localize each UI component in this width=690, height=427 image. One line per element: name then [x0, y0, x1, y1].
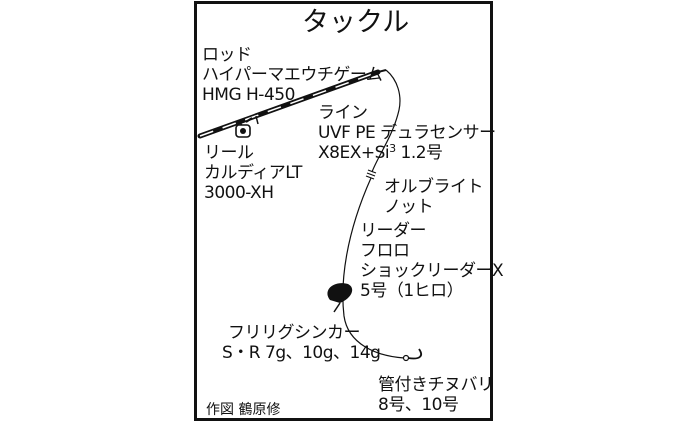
sinker-label: フリリグシンカー: [228, 323, 361, 343]
leader-line: [342, 177, 405, 359]
leader-name: ショックリーダーX: [360, 261, 504, 281]
diagram-credit: 作図 鶴原修: [206, 402, 281, 418]
reel-drawing: [235, 117, 253, 138]
sinker-sizes: S・R 7g、10g、14g: [222, 343, 381, 363]
line-spec-size: 1.2号: [395, 143, 444, 163]
knot-label: オルブライト: [384, 177, 484, 197]
rod-drawing: [197, 69, 387, 139]
rod-model: HMG H-450: [202, 85, 295, 105]
knot-mark: [365, 169, 377, 180]
leader-material: フロロ: [360, 241, 410, 261]
diagram-title: タックル: [302, 7, 410, 38]
line-label: ライン: [318, 103, 368, 123]
reel-model: 3000-XH: [204, 183, 274, 203]
leader-label: リーダー: [360, 221, 427, 241]
hook-sizes: 8号、10号: [378, 395, 459, 415]
rod-label: ロッド: [202, 45, 252, 65]
sinker-drawing: [327, 283, 353, 313]
hook-label: 管付きチヌバリ: [378, 375, 494, 395]
knot-label-line2: ノット: [384, 197, 434, 217]
diagram-frame: [194, 1, 493, 421]
line-spec: X8EX+Si3 1.2号: [318, 142, 444, 163]
line-name: UVF PE デュラセンサー: [318, 123, 496, 143]
hook-drawing: [402, 348, 422, 362]
line-spec-prefix: X8EX+Si: [318, 143, 390, 163]
rod-name: ハイパーマエウチゲーム: [202, 65, 383, 85]
reel-name: カルディアLT: [204, 163, 302, 183]
reel-label: リール: [204, 143, 254, 163]
main-line: [371, 69, 401, 173]
line-spec-superscript: 3: [389, 142, 396, 155]
leader-size: 5号（1ヒロ）: [360, 281, 464, 301]
